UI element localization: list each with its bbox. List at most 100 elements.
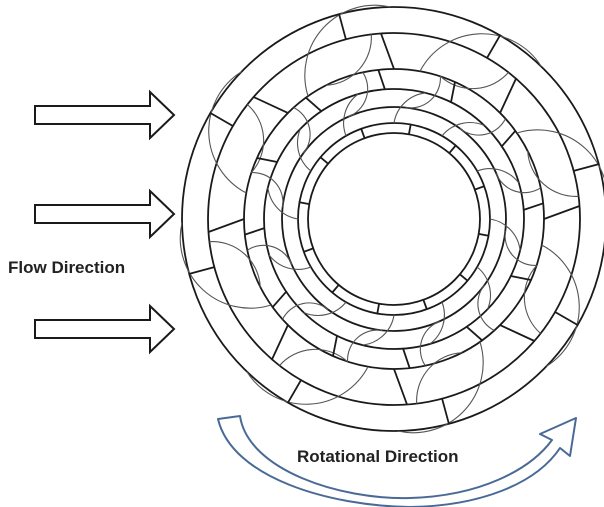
inner-blade	[476, 168, 520, 184]
outer-blade	[304, 4, 391, 97]
hub-spoke	[408, 124, 412, 135]
flow-arrow-bottom	[34, 303, 176, 355]
outer-spoke	[393, 368, 408, 405]
outer-blade-inner-arc	[279, 348, 348, 366]
inner-spoke	[402, 348, 411, 369]
outer-rim	[181, 6, 604, 432]
outer-spoke	[380, 33, 395, 70]
inner-spoke	[450, 81, 456, 103]
outer-spoke	[499, 324, 535, 342]
outer-blade-inner-arc	[416, 352, 463, 404]
outer-spoke	[573, 163, 600, 172]
inner-blade-secondary	[251, 172, 284, 208]
inner-blade	[362, 314, 395, 346]
inner-blade	[441, 121, 485, 137]
outer-blade	[246, 366, 369, 405]
inner-blade-secondary	[459, 118, 506, 136]
outer-blade-inner-arc	[209, 241, 261, 288]
outer-blade-inner-arc	[440, 72, 509, 90]
inner-spoke	[256, 157, 278, 163]
inner-blade-secondary	[348, 72, 369, 118]
outer-spoke	[287, 379, 302, 404]
inner-blade	[489, 218, 521, 251]
outer-spoke	[441, 398, 450, 425]
outer-blade	[208, 71, 247, 194]
inner-blade	[343, 93, 359, 137]
inner-ring	[297, 122, 491, 316]
inner-blade	[268, 254, 312, 270]
inner-blade	[296, 128, 312, 172]
middle-ring-inner	[263, 88, 525, 350]
hub-spoke	[299, 201, 310, 205]
outer-blade	[397, 341, 484, 434]
outer-spoke	[338, 13, 347, 40]
hub-spoke	[319, 156, 329, 165]
inner-blade-secondary	[293, 107, 311, 154]
inner-spoke	[305, 96, 322, 112]
inner-blade-secondary	[504, 230, 537, 266]
inner-blade-secondary	[405, 76, 441, 109]
inner-blade	[303, 301, 347, 317]
hub	[307, 132, 481, 306]
outer-ring	[207, 32, 581, 406]
inner-spoke	[377, 69, 386, 90]
outer-blades	[179, 4, 604, 434]
inner-blade-secondary	[495, 173, 541, 194]
outer-blade	[179, 222, 272, 309]
hub-spoke	[448, 144, 457, 154]
outer-spoke	[208, 218, 245, 233]
inner-spoke	[501, 130, 517, 147]
inner-blade-secondary	[477, 284, 495, 331]
flow-arrows	[34, 89, 176, 355]
outer-blade-inner-arc	[527, 150, 579, 197]
outer-spoke	[209, 112, 234, 127]
inner-blade-secondary	[282, 302, 329, 320]
flow-arrow-top	[34, 89, 176, 141]
inner-blade	[429, 301, 445, 345]
hub-spoke	[474, 185, 485, 191]
inner-spokes	[244, 69, 544, 369]
rotational-arrow	[217, 415, 577, 507]
hub-spoke	[360, 128, 366, 139]
inner-blades	[247, 72, 541, 366]
outer-spoke	[188, 266, 215, 275]
inner-spoke	[332, 335, 338, 357]
outer-blade-inner-arc	[247, 104, 265, 173]
turbine-wheel	[179, 4, 604, 434]
inner-spoke	[271, 291, 287, 308]
outer-spoke	[499, 78, 517, 114]
inner-ring-outer	[281, 106, 507, 332]
hub-spoke	[376, 303, 380, 314]
outer-blade	[516, 129, 604, 180]
rotational-direction-label: Rotational Direction	[297, 447, 459, 466]
outer-spoke	[253, 96, 289, 114]
inner-spoke	[523, 202, 544, 211]
hub-spoke	[303, 247, 314, 253]
inner-spoke	[510, 275, 532, 281]
middle-ring-outer	[243, 68, 545, 370]
inner-blade	[393, 92, 426, 124]
hub-spoke	[459, 273, 469, 282]
outer-spoke	[543, 205, 580, 220]
outer-spoke	[486, 34, 501, 59]
outer-spokes	[188, 13, 600, 425]
flow-direction-label: Flow Direction	[8, 258, 125, 277]
inner-blade-secondary	[247, 244, 293, 265]
outer-blade-inner-arc	[325, 34, 372, 86]
hub-spoke	[478, 233, 489, 237]
outer-blade-inner-arc	[523, 265, 541, 334]
hub-spoke	[422, 299, 428, 310]
outer-blade	[541, 244, 580, 367]
flow-arrow-middle	[34, 188, 176, 240]
inner-blade-secondary	[347, 329, 383, 362]
inner-blade-secondary	[419, 320, 440, 366]
inner-blade	[476, 266, 492, 310]
hub-spoke	[331, 284, 340, 294]
inner-blade	[267, 187, 299, 220]
inner-spoke	[244, 227, 265, 236]
outer-blade	[419, 33, 542, 72]
inner-spoke	[466, 326, 483, 342]
outer-spoke	[271, 324, 289, 360]
outer-spoke	[554, 311, 579, 326]
